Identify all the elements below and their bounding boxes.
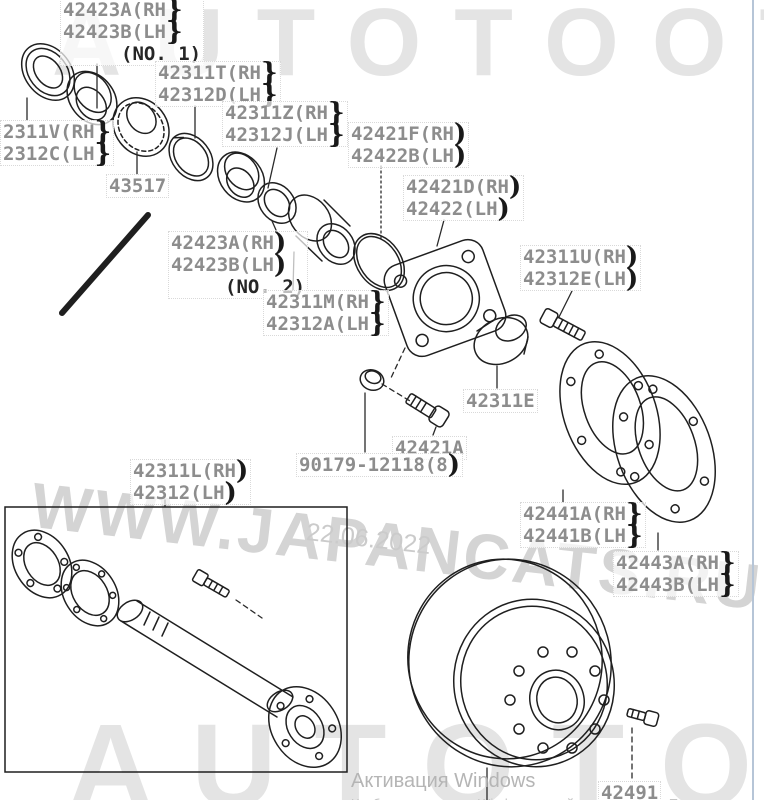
inset-box	[4, 506, 348, 773]
windows-activation-subtext: Чтобы активировать Windows, перейдите в …	[351, 796, 749, 800]
bolt-42491-icon	[626, 708, 660, 728]
part-label-42311l: 42311L(RH) 42312(LH)	[130, 458, 252, 506]
part-label-42423a-no2: 42423A(RH) 42423B(LH) (NO. 2)	[168, 230, 309, 299]
leader-lines	[26, 63, 659, 800]
axle-hub-icon	[383, 238, 507, 358]
inset-gasket-icon	[60, 559, 120, 627]
part-label-42443a: 42443A(RH} 42443B(LH}	[613, 550, 739, 598]
part-label-90179: 90179-12118(8)	[296, 452, 464, 478]
small-arrow-head	[256, 612, 271, 624]
part-label-42421d: 42421D(RH) 42422(LH)	[403, 174, 525, 222]
hub-nut-icon	[359, 368, 385, 392]
part-label-42311z: 42311Z(RH} 42312J(LH}	[222, 100, 348, 148]
part-label-42311e: 42311E	[463, 389, 538, 413]
part-label-42421f: 42421F(RH) 42422B(LH)	[348, 121, 470, 169]
snap-ring-icon	[168, 132, 214, 182]
part-label-42441a: 42441A(RH} 42441B(LH}	[520, 501, 646, 549]
part-label-42423a-no1: 42423A(RH} 42423B(LH} (NO. 1)	[60, 0, 205, 66]
gasket-42443a-icon	[612, 375, 716, 523]
part-label-42311m: 42311M(RH} 42312A(LH}	[263, 289, 389, 337]
part-label-42311u: 42311U(RH) 42312E(LH)	[520, 244, 642, 292]
windows-activation-text: Активация Windows	[351, 770, 536, 792]
part-label-42311v: 2311V(RH} 2312C(LH}	[0, 119, 115, 167]
axle-shaft-icon	[116, 599, 343, 769]
oil-seal-42311e-icon	[473, 314, 529, 366]
part-label-43517: 43517	[106, 174, 170, 198]
brake-drum-icon	[407, 558, 616, 768]
bearing-retainer-icon	[11, 529, 73, 599]
red-pointer-arrow	[59, 212, 151, 316]
part-label-42311t: 42311T(RH} 42312D(LH}	[155, 60, 281, 108]
bearing-42311m-icon	[287, 194, 356, 266]
seal-no2-icon	[257, 181, 297, 225]
tapered-bearing-icon	[112, 97, 170, 157]
gasket-42441a-icon	[559, 340, 661, 486]
hub-bolt-42421a-icon	[405, 393, 450, 428]
part-label-42491: 42491	[598, 781, 662, 800]
stud-bolt-icon	[191, 569, 230, 598]
bearing-race2-icon	[216, 151, 266, 203]
hub-bolt-42311u-icon	[539, 307, 586, 341]
